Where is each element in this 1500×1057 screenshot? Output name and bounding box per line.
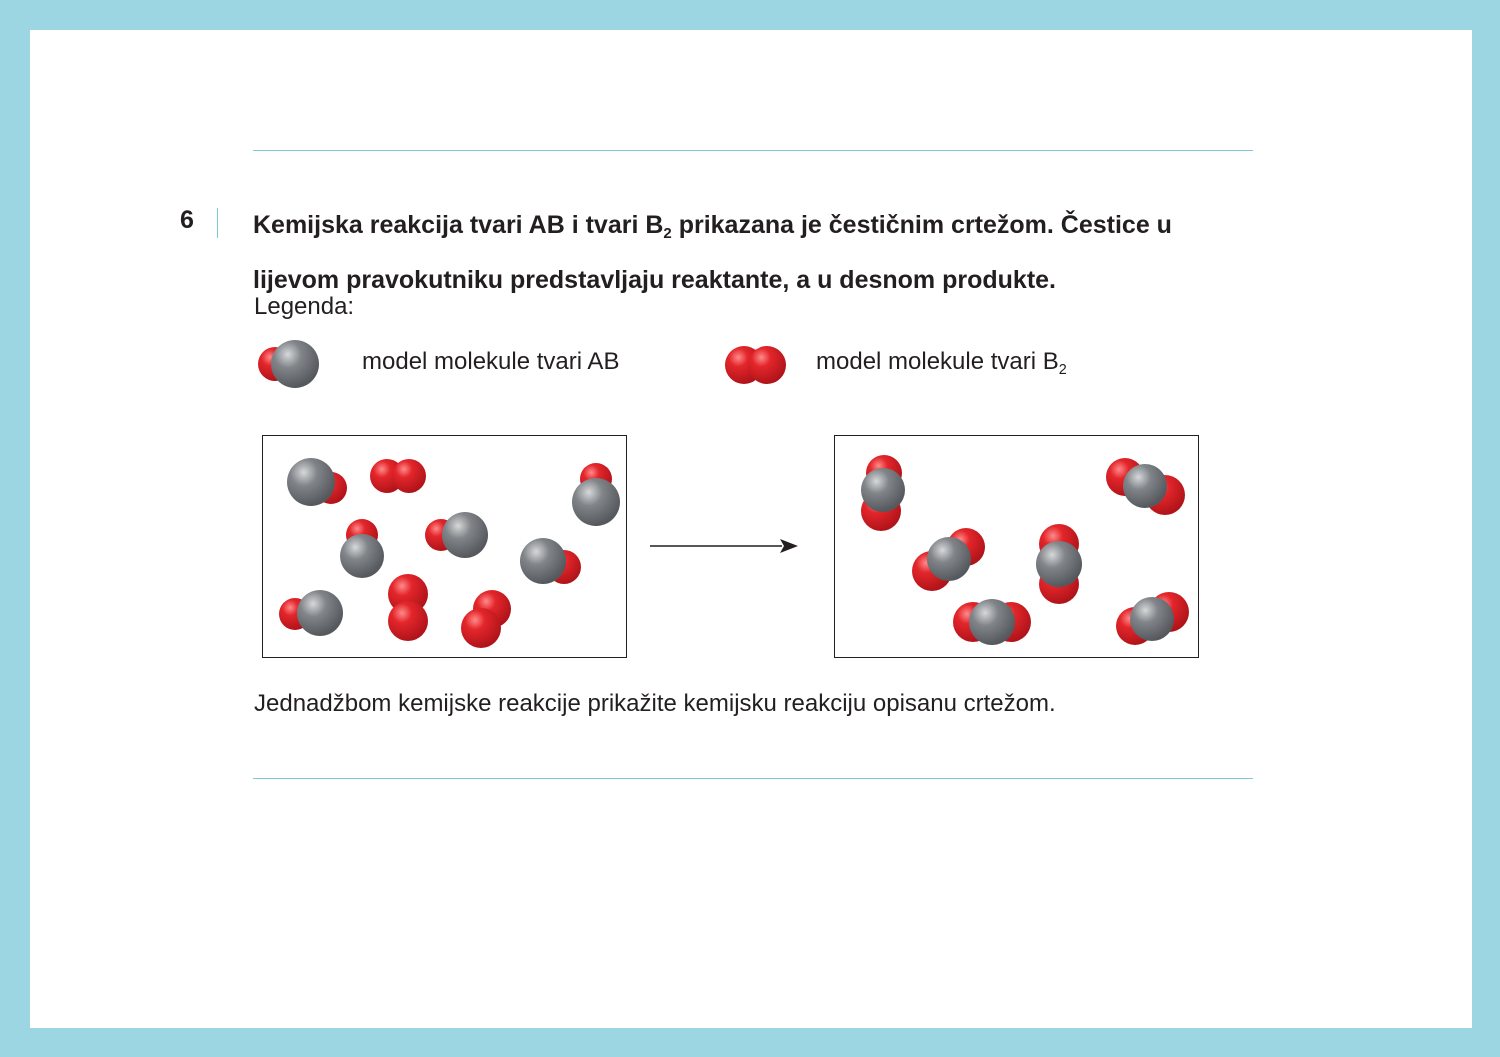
legend-b2-text: model molekule tvari B <box>816 348 1059 375</box>
reactants-molecules <box>279 458 620 648</box>
legend-ab-label: model molekule tvari AB <box>362 348 620 375</box>
reactant-ab-molecule <box>287 458 347 506</box>
reactant-ab-molecule <box>572 463 620 526</box>
reactant-b2-molecule <box>370 459 426 493</box>
reactant-ab-molecule <box>520 538 581 584</box>
product-bab-molecule <box>1036 524 1082 604</box>
reactant-ab-molecule <box>340 519 384 578</box>
reactant-b2-molecule <box>388 574 428 641</box>
reactant-ab-molecule <box>279 590 343 636</box>
question-subscript: 2 <box>663 225 672 242</box>
question-number: 6 <box>180 206 194 234</box>
reactant-b2-molecule <box>461 590 511 648</box>
product-bab-molecule <box>861 455 905 531</box>
products-box <box>834 435 1199 658</box>
legend-b2-subscript: 2 <box>1058 362 1067 378</box>
question-text-part1: Kemijska reakcija tvari AB i tvari B <box>253 211 664 239</box>
legend-title: Legenda: <box>254 293 355 320</box>
product-bab-molecule <box>1106 458 1185 515</box>
bottom-divider <box>253 778 1253 779</box>
reaction-arrow-icon <box>650 539 798 553</box>
legend-b2-molecule-icon <box>725 346 786 384</box>
product-bab-molecule <box>953 599 1031 645</box>
page: 6 Kemijska reakcija tvari AB i tvari B2 … <box>30 30 1472 1028</box>
question-text: Kemijska reakcija tvari AB i tvari B2 pr… <box>253 202 1253 303</box>
question-text-part2: prikazana je čestičnim crtežom. Čestice … <box>253 211 1172 294</box>
legend-b2-label: model molekule tvari B2 <box>816 348 1067 378</box>
product-bab-molecule <box>912 528 985 591</box>
question-number-divider <box>217 208 218 238</box>
reactants-box <box>262 435 627 658</box>
reactant-ab-molecule <box>425 512 488 558</box>
instruction-text: Jednadžbom kemijske reakcije prikažite k… <box>254 690 1056 717</box>
product-bab-molecule <box>1116 592 1189 645</box>
products-molecules <box>861 455 1189 645</box>
legend-ab-molecule-icon <box>258 340 319 388</box>
top-divider <box>253 150 1253 151</box>
